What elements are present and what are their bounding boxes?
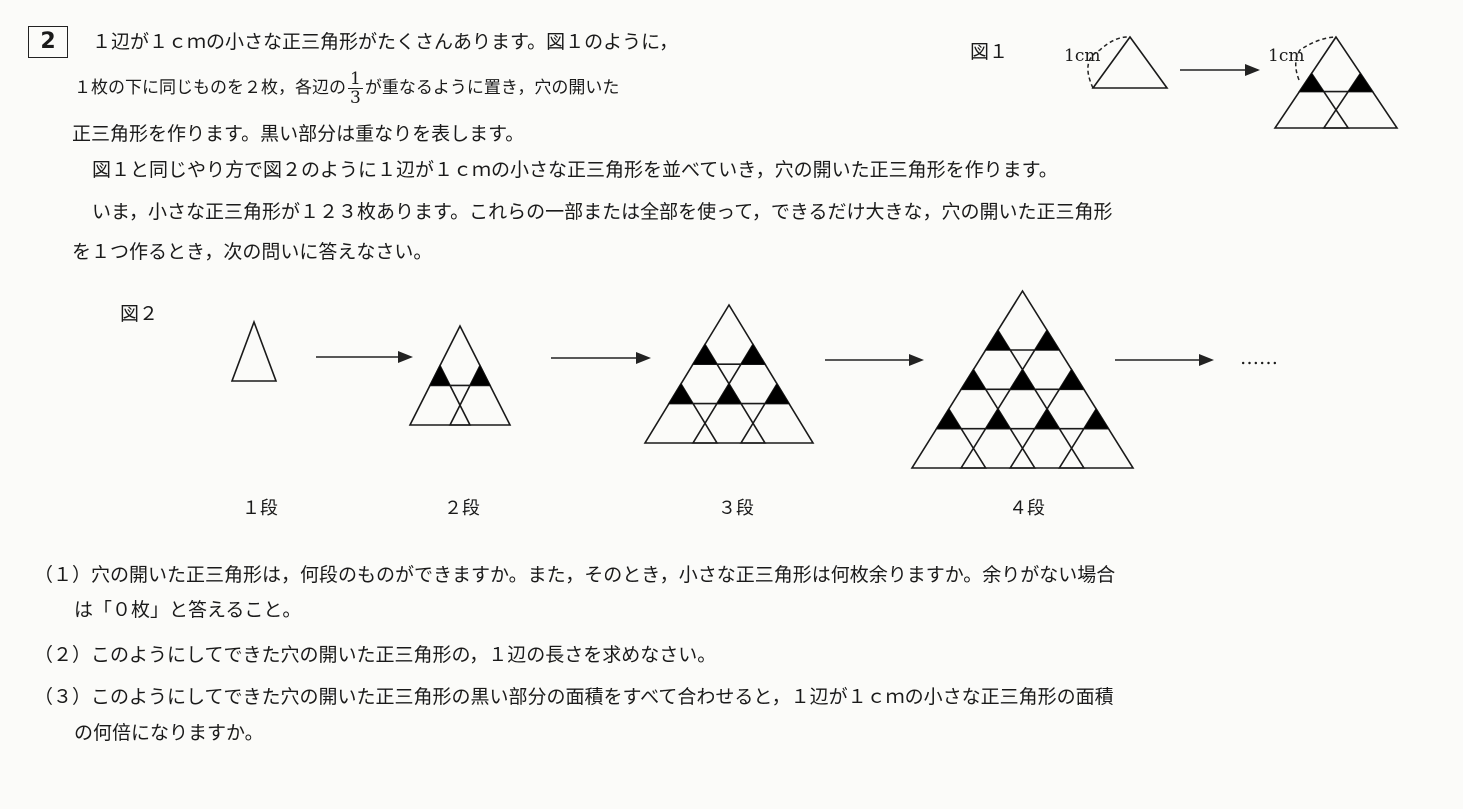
question-1: （１）穴の開いた正三角形は，何段のものができますか。また，そのとき，小さな正三角… <box>34 563 1115 587</box>
stage-2-label: ２段 <box>444 498 480 519</box>
overlap-black-triangle <box>693 344 717 365</box>
question-3-text: このようにしてできた穴の開いた正三角形の黒い部分の面積をすべて合わせると，１辺が… <box>91 686 1114 708</box>
overlap-black-triangle <box>1034 409 1060 429</box>
figure2-stage-2-triangle <box>408 324 512 426</box>
overlap-black-triangle <box>1083 409 1109 429</box>
intro-line-1: １辺が１ｃｍの小さな正三角形がたくさんあります。図１のように， <box>92 31 679 53</box>
overlap-black-triangle <box>985 330 1011 350</box>
overlap-black-triangle <box>1034 330 1060 350</box>
overlap-black-triangle <box>936 409 962 429</box>
arrow-icon <box>1180 64 1260 76</box>
dashed-arc-left <box>1087 36 1131 89</box>
intro-line-6: を１つ作るとき，次の問いに答えなさい。 <box>72 241 433 263</box>
stage-4-label: ４段 <box>1009 498 1045 519</box>
small-triangle <box>1008 407 1086 469</box>
question-3-number: （３） <box>34 686 92 708</box>
overlap-black-triangle <box>961 369 986 390</box>
dashed-arc-right <box>1295 36 1336 81</box>
small-triangle <box>910 407 988 469</box>
figure1-label: 図１ <box>970 41 1009 63</box>
figure2-label: 図２ <box>120 303 159 325</box>
intro-line-4: 図１と同じやり方で図２のように１辺が１ｃｍの小さな正三角形を並べていき，穴の開い… <box>92 159 1058 181</box>
overlap-black-triangle <box>1059 369 1084 390</box>
overlap-black-triangle <box>1348 73 1373 92</box>
question-1-continuation: は「０枚」と答えること。 <box>74 599 302 621</box>
intro-line-2-before: １枚の下に同じものを２枚，各辺の <box>74 78 346 98</box>
small-triangle <box>230 319 278 382</box>
small-triangle <box>448 363 512 426</box>
intro-line-3: 正三角形を作ります。黒い部分は重なりを表します。 <box>72 123 525 145</box>
overlap-black-triangle <box>669 383 693 404</box>
question-3: （３）このようにしてできた穴の開いた正三角形の黒い部分の面積をすべて合わせると，… <box>34 685 1114 709</box>
question-2-text: このようにしてできた穴の開いた正三角形の，１辺の長さを求めなさい。 <box>91 644 717 666</box>
overlap-black-triangle <box>1010 369 1035 390</box>
figure1-two-stage-triangle <box>1273 35 1399 129</box>
figure1-length-label-left: 1cm <box>1064 46 1101 66</box>
overlap-black-triangle <box>741 344 765 365</box>
overlap-black-triangle <box>470 365 490 386</box>
figure2-stage-1-triangle <box>230 319 278 382</box>
figure1-length-label-right: 1cm <box>1268 46 1305 66</box>
small-triangle <box>959 328 1037 391</box>
stage-3-label: ３段 <box>718 498 754 519</box>
figure2-stage-4-triangle <box>910 289 1135 469</box>
small-triangle <box>643 382 719 444</box>
question-3-continuation: の何倍になりますか。 <box>74 722 264 744</box>
overlap-black-triangle <box>430 365 450 386</box>
overlap-black-triangle <box>1299 73 1324 92</box>
small-triangle <box>984 368 1061 430</box>
fraction-denominator: 3 <box>350 88 361 108</box>
question-2: （２）このようにしてできた穴の開いた正三角形の，１辺の長さを求めなさい。 <box>34 643 716 667</box>
small-triangle <box>959 407 1037 469</box>
small-triangle <box>667 342 743 405</box>
small-triangle <box>428 324 492 387</box>
small-triangle <box>1297 35 1375 93</box>
small-triangle <box>1008 328 1086 391</box>
small-triangle <box>1057 407 1135 469</box>
question-2-number: （２） <box>34 644 92 666</box>
small-triangle <box>1033 368 1110 430</box>
fraction-numerator: 1 <box>348 69 363 89</box>
intro-line-5: いま，小さな正三角形が１２３枚あります。これらの一部または全部を使って，できるだ… <box>92 201 1113 223</box>
small-triangle <box>935 368 1012 430</box>
figure2-stage-3-triangle <box>643 303 815 444</box>
arrow-icon <box>825 354 924 366</box>
problem-number: 2 <box>28 26 68 58</box>
small-triangle <box>715 342 791 405</box>
small-triangle <box>1322 71 1399 129</box>
question-1-number: （１） <box>34 564 92 586</box>
small-triangle <box>984 289 1061 351</box>
small-triangle <box>408 363 472 426</box>
small-triangle <box>691 382 767 444</box>
figure1-single-triangle <box>1091 35 1169 89</box>
overlap-black-triangle <box>717 383 741 404</box>
small-triangle <box>691 303 767 365</box>
stage-1-label: １段 <box>242 498 278 519</box>
question-1-text: 穴の開いた正三角形は，何段のものができますか。また，そのとき，小さな正三角形は何… <box>91 564 1116 586</box>
small-triangle <box>739 382 815 444</box>
arrow-icon <box>316 351 413 363</box>
arrow-icon <box>1115 354 1214 366</box>
arrow-icon <box>551 352 651 364</box>
intro-line-2-after: が重なるように置き，穴の開いた <box>364 78 620 98</box>
overlap-black-triangle <box>765 383 789 404</box>
continuation-dots: …… <box>1240 347 1278 369</box>
small-triangle <box>1273 71 1350 129</box>
small-triangle <box>1091 35 1169 89</box>
overlap-black-triangle <box>985 409 1011 429</box>
